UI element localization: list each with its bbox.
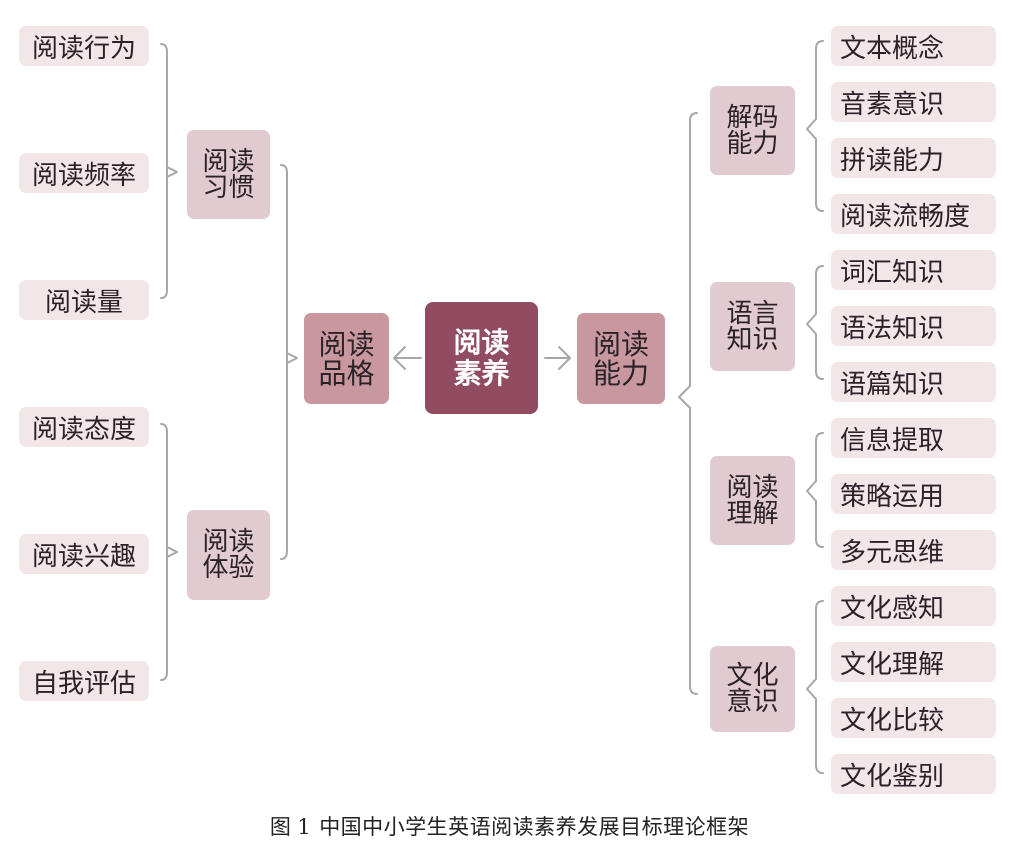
- node-reading-habit: 阅读 习惯: [187, 130, 270, 219]
- node-reading-comprehension: 阅读 理解: [710, 456, 795, 545]
- bracket-culture: [806, 600, 824, 774]
- node-label: 意识: [726, 687, 779, 717]
- leaf-item: 多元思维: [831, 530, 996, 570]
- leaf-item: 文化感知: [831, 586, 996, 626]
- leaf-item: 文本概念: [831, 26, 996, 66]
- leaf-item: 策略运用: [831, 474, 996, 514]
- node-label: 阅读: [202, 146, 255, 177]
- leaf-item: 阅读流畅度: [831, 194, 996, 234]
- node-label: 阅读: [453, 326, 510, 359]
- bracket-ability: [678, 112, 698, 695]
- node-label: 体验: [202, 553, 255, 583]
- node-reading-ability: 阅读 能力: [577, 313, 665, 404]
- leaf-item: 语篇知识: [831, 362, 996, 402]
- leaf-item: 拼读能力: [831, 138, 996, 178]
- bracket-experience: [160, 423, 178, 681]
- arrow-to-ability: [544, 346, 571, 370]
- node-reading-experience: 阅读 体验: [187, 510, 270, 600]
- node-label: 阅读: [318, 327, 375, 361]
- bracket-character: [280, 164, 298, 560]
- node-label: 语言: [726, 298, 779, 329]
- node-label: 解码: [726, 102, 779, 133]
- bracket-language: [806, 265, 824, 380]
- node-label: 知识: [726, 324, 779, 355]
- node-label: 理解: [726, 498, 779, 529]
- leaf-item: 文化比较: [831, 698, 996, 738]
- caption-figure-number: 1: [297, 815, 312, 839]
- leaf-item: 阅读量: [19, 280, 149, 320]
- node-label: 习惯: [202, 172, 255, 203]
- leaf-item: 文化鉴别: [831, 754, 996, 794]
- leaf-item: 音素意识: [831, 82, 996, 122]
- bracket-habit: [160, 43, 178, 299]
- node-label: 品格: [318, 356, 375, 390]
- node-label: 阅读: [202, 527, 255, 557]
- leaf-item: 文化理解: [831, 642, 996, 682]
- leaf-item: 信息提取: [831, 418, 996, 458]
- caption-text: 中国中小学生英语阅读素养发展目标理论框架: [319, 815, 750, 839]
- leaf-item: 语法知识: [831, 306, 996, 346]
- node-label: 能力: [726, 128, 779, 159]
- node-reading-literacy: 阅读 素养: [425, 302, 538, 414]
- leaf-item: 阅读态度: [19, 407, 149, 447]
- bracket-decoding: [806, 40, 824, 212]
- leaf-item: 阅读兴趣: [19, 534, 149, 574]
- caption-figure-label: 图: [269, 815, 292, 839]
- node-label: 能力: [592, 356, 649, 390]
- leaf-item: 自我评估: [19, 661, 149, 701]
- node-cultural-awareness: 文化 意识: [710, 646, 795, 732]
- node-reading-character: 阅读 品格: [304, 313, 389, 404]
- node-label: 阅读: [726, 472, 779, 503]
- node-decoding-ability: 解码 能力: [710, 86, 795, 175]
- leaf-item: 阅读频率: [19, 153, 149, 193]
- node-label: 素养: [453, 357, 510, 390]
- leaf-item: 阅读行为: [19, 26, 149, 66]
- arrow-to-character: [393, 346, 422, 370]
- leaf-item: 词汇知识: [831, 250, 996, 290]
- node-language-knowledge: 语言 知识: [710, 282, 795, 371]
- node-label: 阅读: [592, 327, 649, 361]
- node-label: 文化: [726, 661, 779, 691]
- bracket-comprehension: [806, 432, 824, 548]
